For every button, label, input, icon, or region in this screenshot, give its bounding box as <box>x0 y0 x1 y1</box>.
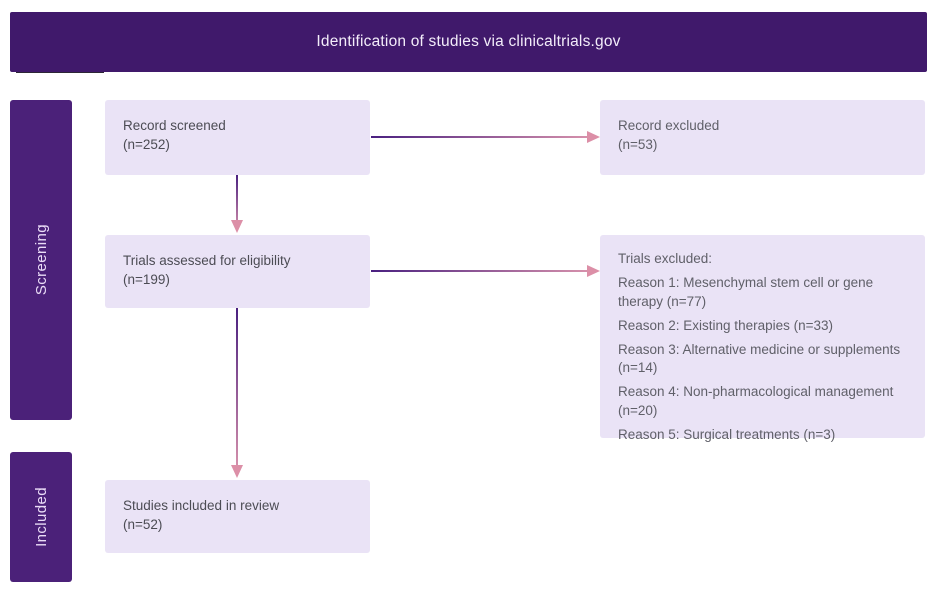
node-studies-included-label: Studies included in review <box>123 498 280 513</box>
stage-label-screening: Screening <box>10 100 72 420</box>
arrow-assessed-to-excluded <box>371 265 600 277</box>
node-studies-included: Studies included in review (n=52) <box>105 480 370 553</box>
node-record-screened: Record screened (n=252) <box>105 100 370 175</box>
node-record-excluded-label: Record excluded <box>618 118 720 133</box>
node-record-excluded: Record excluded (n=53) <box>600 100 925 175</box>
node-trials-assessed-count: (n=199) <box>123 271 170 287</box>
title-text: Identification of studies via clinicaltr… <box>316 33 621 50</box>
exclusion-reason-3: Reason 3: Alternative medicine or supple… <box>618 341 901 376</box>
title-bar: Identification of studies via clinicaltr… <box>10 12 927 72</box>
node-trials-excluded: Trials excluded: Reason 1: Mesenchymal s… <box>600 235 925 442</box>
stage-label-included: Included <box>10 452 72 582</box>
node-studies-included-count: (n=52) <box>123 516 163 532</box>
stage-label-screening-text: Screening <box>32 224 50 296</box>
arrow-assessed-to-included <box>231 308 243 478</box>
exclusion-reason-1: Reason 1: Mesenchymal stem cell or gene … <box>618 274 874 309</box>
arrow-screened-to-assessed <box>231 175 243 233</box>
node-record-excluded-count: (n=53) <box>618 136 658 152</box>
node-record-screened-label: Record screened <box>123 118 226 133</box>
node-trials-excluded-heading: Trials excluded: <box>618 251 713 266</box>
exclusion-reason-2: Reason 2: Existing therapies (n=33) <box>618 317 833 333</box>
node-trials-assessed-label: Trials assessed for eligibility <box>123 253 291 268</box>
arrow-screened-to-excluded <box>371 131 600 143</box>
exclusion-reason-4: Reason 4: Non-pharmacological management… <box>618 384 894 419</box>
node-trials-assessed: Trials assessed for eligibility (n=199) <box>105 235 370 308</box>
stage-label-included-text: Included <box>32 487 50 547</box>
node-record-screened-count: (n=252) <box>123 136 170 152</box>
exclusion-reason-5: Reason 5: Surgical treatments (n=3) <box>618 427 836 443</box>
